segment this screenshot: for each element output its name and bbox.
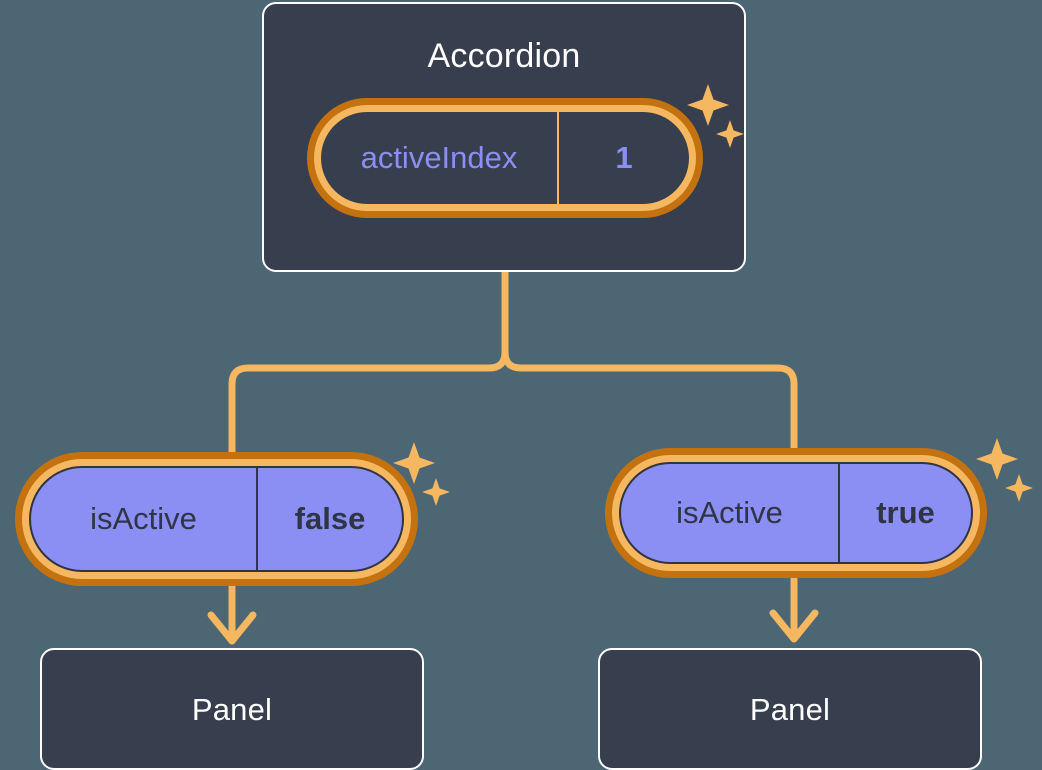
prop-value-label: true [876, 495, 935, 530]
prop-pill-isactive-false[interactable]: isActive false [15, 452, 418, 586]
prop-key-label: isActive [31, 468, 258, 570]
pill-body: isActive false [29, 466, 404, 572]
arrowhead-right-icon [769, 609, 819, 643]
pill-ring-inner: isActive false [22, 459, 411, 579]
component-title-accordion: Accordion [427, 37, 581, 75]
pill-ring-inner: isActive true [612, 455, 980, 571]
component-title-panel-left: Panel [191, 692, 273, 727]
state-pill-activeindex[interactable]: activeIndex 1 [307, 98, 703, 218]
prop-value-label: false [294, 501, 366, 536]
connector-accordion-to-branch-right [501, 268, 798, 454]
pill-body: activeIndex 1 [321, 112, 689, 204]
arrowhead-left-icon [207, 611, 257, 645]
component-node-panel-right[interactable]: Panel [598, 648, 982, 770]
state-key-label: activeIndex [321, 112, 559, 204]
state-value-label: 1 [615, 140, 633, 175]
pill-ring-inner: activeIndex 1 [314, 105, 696, 211]
sparkle-small-icon [422, 478, 450, 506]
component-node-panel-left[interactable]: Panel [40, 648, 424, 770]
sparkle-large-icon [976, 438, 1018, 480]
connector-accordion-to-branches [228, 268, 509, 456]
component-title-panel-right: Panel [749, 692, 831, 727]
sparkle-small-icon [1005, 474, 1033, 502]
pill-body: isActive true [619, 462, 973, 564]
prop-key-label: isActive [621, 464, 840, 562]
prop-pill-isactive-true[interactable]: isActive true [605, 448, 987, 578]
